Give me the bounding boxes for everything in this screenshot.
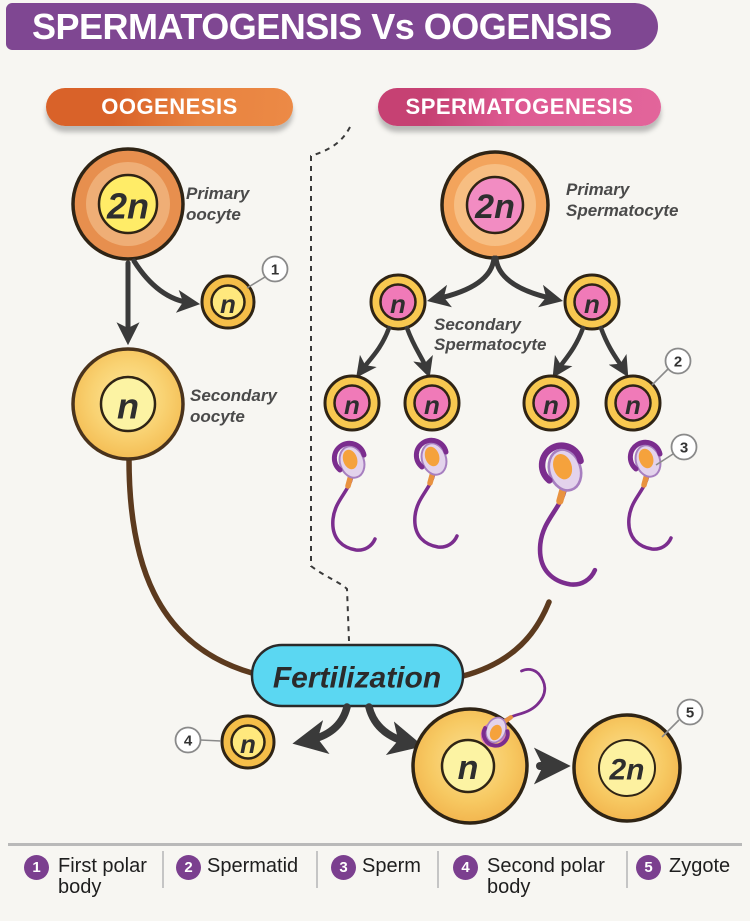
- marker-1-number: 1: [271, 262, 279, 279]
- primary-oocyte-label-line2: oocyte: [186, 205, 241, 224]
- first-polar-body-ploidy: n: [220, 289, 236, 319]
- sperm-to-fertilization-curve: [460, 599, 552, 679]
- secondary-spermatocyte-right-ploidy: n: [584, 289, 600, 319]
- spermatid-2-ploidy: n: [424, 390, 440, 420]
- marker-1: 1: [261, 255, 289, 283]
- marker4-connector: [199, 739, 222, 742]
- secondary-spermatocyte-right-cell: n: [563, 273, 621, 331]
- spermatogenesis-header-label: SPERMATOGENESIS: [405, 94, 634, 119]
- secondary-oocyte-label-line1: Secondary: [190, 386, 278, 405]
- marker-2: 2: [664, 347, 692, 375]
- primary-spermatocyte-left-branch-arrow: [427, 255, 497, 308]
- zygote-cell: 2n: [572, 713, 682, 823]
- oocyte-to-fertilization-curve: [126, 456, 255, 676]
- legend-label-zygote: Zygote: [669, 855, 731, 877]
- legend-separator-3: [437, 851, 439, 888]
- spermatid-cell-3: n: [522, 374, 580, 432]
- page-title: SPERMATOGENSIS Vs OOGENSIS: [32, 5, 612, 47]
- spermatocyte-to-spermatid-arrow-4: [598, 325, 629, 378]
- marker-2-number: 2: [674, 354, 682, 371]
- spermatid-cell-4: n: [604, 374, 662, 432]
- secondary-oocyte-cell: n: [71, 347, 185, 461]
- primary-oocyte-to-polar-body-arrow: [131, 258, 201, 313]
- marker-5-number: 5: [686, 705, 694, 722]
- primary-oocyte-ploidy: 2n: [106, 186, 149, 227]
- spermatogenesis-header: SPERMATOGENESIS: [378, 88, 661, 126]
- legend-badge-4: 4: [453, 855, 478, 880]
- spermatocyte-to-spermatid-arrow-3: [552, 325, 586, 378]
- spermatocyte-to-spermatid-arrow-1: [356, 325, 392, 378]
- legend-label-spermatid: Spermatid: [207, 855, 299, 877]
- secondary-spermatocyte-left-cell: n: [369, 273, 427, 331]
- legend-label-second-polar-body: Second polar body: [487, 855, 605, 898]
- fertilization-to-polar-body-arrow: [292, 703, 351, 755]
- legend-label-sperm: Sperm: [362, 855, 421, 877]
- primary-spermatocyte-cell: 2n: [440, 150, 550, 260]
- primary-spermatocyte-ploidy: 2n: [474, 188, 515, 226]
- primary-oocyte-cell: 2n: [71, 147, 185, 261]
- marker-4: 4: [174, 726, 202, 754]
- zygote-ploidy: 2n: [608, 754, 644, 787]
- marker-4-number: 4: [184, 733, 193, 750]
- legend-badge-1: 1: [24, 855, 49, 880]
- first-polar-body-cell: n: [200, 274, 256, 330]
- fertilization-to-egg-arrow: [365, 703, 424, 755]
- oogenesis-header: OOGENESIS: [46, 88, 293, 126]
- legend-separator-4: [626, 851, 628, 888]
- sperm-3: [540, 445, 595, 584]
- spermatid-1-ploidy: n: [344, 390, 360, 420]
- marker-3-number: 3: [680, 440, 688, 457]
- sperm-4: [629, 442, 671, 549]
- oogenesis-header-label: OOGENESIS: [101, 94, 238, 119]
- secondary-oocyte-ploidy: n: [117, 386, 139, 427]
- sperm-1: [333, 443, 375, 550]
- secondary-spermatocyte-left-ploidy: n: [390, 289, 406, 319]
- primary-spermatocyte-label-line2: Spermatocyte: [566, 201, 678, 220]
- fertilized-egg-ploidy: n: [458, 749, 479, 787]
- legend-badge-5: 5: [636, 855, 661, 880]
- spermatid-4-ploidy: n: [625, 390, 641, 420]
- spermatid-cell-2: n: [403, 374, 461, 432]
- secondary-oocyte-label-line2: oocyte: [190, 407, 245, 426]
- fertilization-box: Fertilization: [250, 643, 465, 708]
- marker-5: 5: [676, 698, 704, 726]
- marker2-connector: [651, 368, 669, 386]
- legend-badge-3: 3: [331, 855, 356, 880]
- spermatid-cell-1: n: [323, 374, 381, 432]
- marker-3: 3: [670, 433, 698, 461]
- legend-label-first-polar-body: First polar body: [58, 855, 147, 898]
- primary-oocyte-label-line1: Primary: [186, 184, 251, 203]
- legend-separator-1: [162, 851, 164, 888]
- primary-spermatocyte-right-branch-arrow: [493, 255, 563, 308]
- legend-separator-2: [316, 851, 318, 888]
- spermatid-3-ploidy: n: [543, 390, 559, 420]
- marker1-connector: [246, 276, 266, 289]
- sperm-2: [415, 440, 457, 547]
- column-divider-dashed-line: [310, 126, 351, 642]
- marker3-connector: [655, 453, 674, 466]
- second-polar-body-ploidy: n: [240, 729, 256, 759]
- secondary-spermatocyte-label-line1: Secondary: [434, 315, 522, 334]
- spermatocyte-to-spermatid-arrow-2: [404, 325, 433, 378]
- legend-badge-2: 2: [176, 855, 201, 880]
- title-banner: SPERMATOGENSIS Vs OOGENSIS: [6, 3, 658, 50]
- fertilization-label: Fertilization: [273, 662, 441, 695]
- fertilized-egg-cell: n: [411, 707, 529, 825]
- second-polar-body-cell: n: [220, 714, 276, 770]
- legend-divider-line: [8, 843, 742, 846]
- secondary-spermatocyte-label-line2: Spermatocyte: [434, 335, 546, 354]
- primary-spermatocyte-label-line1: Primary: [566, 180, 631, 199]
- marker5-connector: [661, 719, 680, 738]
